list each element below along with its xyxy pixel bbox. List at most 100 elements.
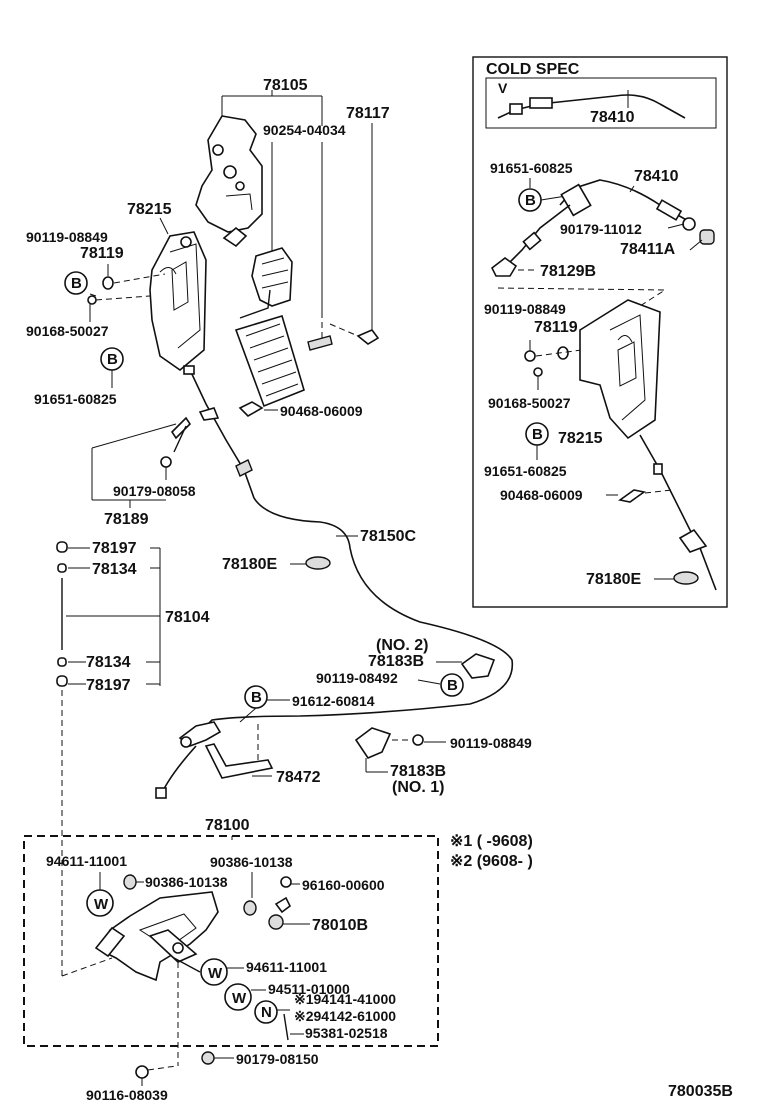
label-90468-06009-a: 90468-06009 xyxy=(280,403,363,419)
accelerator-cable: 90468-06009 78150C 78180E 90179-08058 78… xyxy=(91,365,514,741)
cs-label-78180E: 78180E xyxy=(586,571,641,588)
cs-pedal-bracket xyxy=(579,299,661,440)
cs-label-78215: 78215 xyxy=(558,430,603,447)
label-90119-08849-a: 90119-08849 xyxy=(26,229,108,245)
b-mark-icon xyxy=(440,673,464,697)
cold-spec-v-box xyxy=(485,77,717,129)
label-78197-a: 78197 xyxy=(92,540,137,557)
svg-text:W: W xyxy=(94,896,109,913)
pedal-assembly: 78105 78117 90254-04034 78215 xyxy=(26,77,390,408)
cs-grommet-icon xyxy=(673,571,699,585)
label-78134-b: 78134 xyxy=(86,654,131,671)
cable-grommet-icon xyxy=(235,459,253,477)
cs-label-78410-b: 78410 xyxy=(634,168,679,185)
v-box-cable xyxy=(497,94,686,119)
cs-clip-78129B xyxy=(490,257,518,277)
label-90254-04034: 90254-04034 xyxy=(263,122,346,138)
v-box-clip xyxy=(509,103,523,115)
label-no1: (NO. 1) xyxy=(392,779,444,796)
cold-spec-panel: COLD SPEC V 78410 91651-60825 B 78410 90… xyxy=(472,56,728,608)
b-mark-label: B xyxy=(525,192,536,209)
v-box-part-78410: 78410 xyxy=(590,109,635,126)
label-78215: 78215 xyxy=(127,201,172,218)
pedal-pin-icon xyxy=(307,335,333,351)
label-96160-00600: 96160-00600 xyxy=(302,877,385,893)
label-78197-b: 78197 xyxy=(86,677,131,694)
cs-washer-icon xyxy=(524,350,536,362)
pin-icon xyxy=(283,1013,289,1041)
pedal-arm-bracket xyxy=(251,247,293,307)
washer-icon xyxy=(102,276,114,290)
w-mark-icon xyxy=(224,983,252,1011)
cs-cable-bracket xyxy=(560,183,592,217)
label-78104: 78104 xyxy=(165,609,210,626)
bracket-78472 xyxy=(204,743,274,779)
bolt-icon xyxy=(412,734,424,746)
label-94611-11001-a: 94611-11001 xyxy=(46,853,127,869)
label-194141-41000: ※194141-41000 xyxy=(294,991,396,1007)
svg-text:B: B xyxy=(251,689,262,706)
b-mark-icon xyxy=(64,271,88,295)
cs-label-90468-06009: 90468-06009 xyxy=(500,487,583,503)
cs-label-90168-50027: 90168-50027 xyxy=(488,395,571,411)
rod-group: 78197 78134 78104 78134 78197 xyxy=(56,540,210,977)
grommet-icon xyxy=(305,556,331,570)
cs-cap-icon xyxy=(699,229,715,245)
cs-label-90119-08849: 90119-08849 xyxy=(484,301,566,317)
cushion-icon xyxy=(123,874,137,890)
label-91651-60825-a: 91651-60825 xyxy=(34,391,117,407)
svg-text:N: N xyxy=(261,1004,272,1021)
label-78134-a: 78134 xyxy=(92,561,137,578)
label-94611-11001-b: 94611-11001 xyxy=(246,959,327,975)
label-78150C: 78150C xyxy=(360,528,416,545)
cs-upper-cable xyxy=(559,179,691,223)
plug-icon xyxy=(280,876,292,888)
label-90179-08058: 90179-08058 xyxy=(113,483,196,499)
label-95381-02518: 95381-02518 xyxy=(305,1025,388,1041)
label-90179-08150: 90179-08150 xyxy=(236,1051,319,1067)
label-no2: (NO. 2) xyxy=(376,637,428,654)
label-78105: 78105 xyxy=(263,77,308,94)
label-294142-61000: ※294142-61000 xyxy=(294,1008,396,1024)
label-90386-10138-a: 90386-10138 xyxy=(145,874,228,890)
label-91612-60814: 91612-60814 xyxy=(292,693,375,709)
label-90119-08492: 90119-08492 xyxy=(316,670,398,686)
svg-text:B: B xyxy=(71,275,82,292)
bolt-icon xyxy=(135,1065,149,1079)
label-78117: 78117 xyxy=(346,105,390,122)
w-mark-icon xyxy=(86,889,114,917)
svg-text:B: B xyxy=(107,351,118,368)
cable-brackets: (NO. 2) 78183B 90119-08492 B B 91612-608… xyxy=(155,637,532,799)
cold-spec-frame xyxy=(472,56,728,608)
link-assembly: 78100 ※1 ( -9608) ※2 (9608- ) 94611-1100… xyxy=(23,817,533,1103)
bracket-no1-icon xyxy=(354,727,392,759)
label-78100: 78100 xyxy=(205,817,250,834)
cs-cable-end xyxy=(655,199,683,221)
svg-text:B: B xyxy=(447,677,458,694)
diagram-code: 780035B xyxy=(668,1083,733,1100)
cs-label-91651-60825-b: 91651-60825 xyxy=(490,160,573,176)
cold-spec-v-label: V xyxy=(498,80,508,96)
cs-clip-icon xyxy=(618,489,646,503)
cs-label-90179-11012: 90179-11012 xyxy=(560,221,642,237)
note-2: ※2 (9608- ) xyxy=(450,853,533,870)
n-mark-icon xyxy=(254,1000,278,1024)
svg-text:W: W xyxy=(208,965,223,982)
label-90168-50027-a: 90168-50027 xyxy=(26,323,109,339)
cs-label-78411A: 78411A xyxy=(620,241,676,258)
svg-text:W: W xyxy=(232,990,247,1007)
label-90119-08849-c: 90119-08849 xyxy=(450,735,532,751)
label-78010B: 78010B xyxy=(312,917,368,934)
label-78119-a: 78119 xyxy=(80,245,124,262)
label-90116-08039: 90116-08039 xyxy=(86,1087,168,1103)
label-78472: 78472 xyxy=(276,769,321,786)
note-1: ※1 ( -9608) xyxy=(450,833,533,850)
label-90386-10138-b: 90386-10138 xyxy=(210,854,293,870)
label-94511-01000: 94511-01000 xyxy=(268,981,350,997)
cable-path xyxy=(189,369,514,741)
cushion-icon xyxy=(243,900,257,916)
pedal-support-bracket xyxy=(149,231,207,372)
nut-icon xyxy=(201,1051,215,1065)
cs-label-78119: 78119 xyxy=(534,319,578,336)
nut-icon xyxy=(160,456,172,468)
